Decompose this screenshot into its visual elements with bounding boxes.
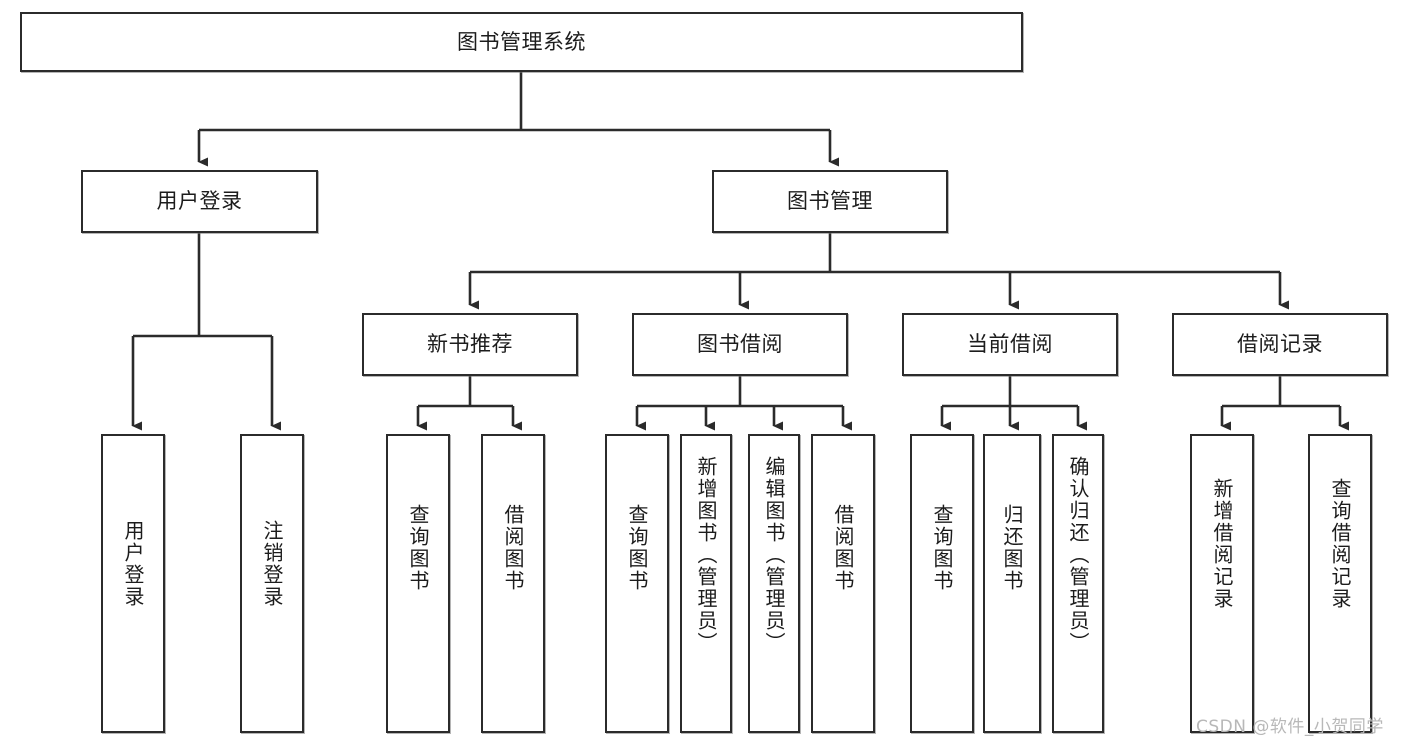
node-borrow-record[interactable]: 借阅记录 xyxy=(1172,313,1388,376)
node-leaf-query-book-1[interactable]: 查询图书 xyxy=(386,434,450,733)
node-leaf-edit-book-label: 编辑图书（管理员） xyxy=(762,456,786,654)
node-leaf-borrow-book-2-label: 借阅图书 xyxy=(831,504,855,592)
node-leaf-user-login-label: 用户登录 xyxy=(121,520,145,608)
node-leaf-logout-label: 注销登录 xyxy=(260,520,284,608)
node-book-management[interactable]: 图书管理 xyxy=(712,170,948,233)
node-borrow-record-label: 借阅记录 xyxy=(1237,332,1323,357)
node-book-management-label: 图书管理 xyxy=(787,189,873,214)
node-leaf-query-record[interactable]: 查询借阅记录 xyxy=(1308,434,1372,733)
node-leaf-query-book-2[interactable]: 查询图书 xyxy=(605,434,669,733)
node-leaf-add-record[interactable]: 新增借阅记录 xyxy=(1190,434,1254,733)
node-leaf-add-book-label: 新增图书（管理员） xyxy=(694,456,718,654)
node-leaf-query-book-1-label: 查询图书 xyxy=(406,504,430,592)
node-leaf-query-book-3-label: 查询图书 xyxy=(930,504,954,592)
node-leaf-add-book[interactable]: 新增图书（管理员） xyxy=(680,434,732,733)
node-book-borrow-label: 图书借阅 xyxy=(697,332,783,357)
node-leaf-borrow-book-1-label: 借阅图书 xyxy=(501,504,525,592)
node-leaf-query-book-2-label: 查询图书 xyxy=(625,504,649,592)
node-book-borrow[interactable]: 图书借阅 xyxy=(632,313,848,376)
node-leaf-return-book[interactable]: 归还图书 xyxy=(983,434,1041,733)
node-leaf-borrow-book-1[interactable]: 借阅图书 xyxy=(481,434,545,733)
node-leaf-user-login[interactable]: 用户登录 xyxy=(101,434,165,733)
node-current-borrow-label: 当前借阅 xyxy=(967,332,1053,357)
node-leaf-borrow-book-2[interactable]: 借阅图书 xyxy=(811,434,875,733)
node-leaf-logout[interactable]: 注销登录 xyxy=(240,434,304,733)
node-leaf-confirm-return[interactable]: 确认归还（管理员） xyxy=(1052,434,1104,733)
node-new-book-recommend-label: 新书推荐 xyxy=(427,332,513,357)
node-leaf-return-book-label: 归还图书 xyxy=(1000,504,1024,592)
node-leaf-confirm-return-label: 确认归还（管理员） xyxy=(1066,456,1090,654)
node-leaf-query-record-label: 查询借阅记录 xyxy=(1328,478,1352,610)
node-leaf-add-record-label: 新增借阅记录 xyxy=(1210,478,1234,610)
csdn-watermark: CSDN @软件_小贺同学 xyxy=(1196,717,1384,737)
node-root[interactable]: 图书管理系统 xyxy=(20,12,1023,72)
node-user-login[interactable]: 用户登录 xyxy=(81,170,318,233)
node-user-login-label: 用户登录 xyxy=(156,189,243,214)
node-root-label: 图书管理系统 xyxy=(457,29,586,54)
node-leaf-query-book-3[interactable]: 查询图书 xyxy=(910,434,974,733)
node-current-borrow[interactable]: 当前借阅 xyxy=(902,313,1118,376)
node-leaf-edit-book[interactable]: 编辑图书（管理员） xyxy=(748,434,800,733)
node-new-book-recommend[interactable]: 新书推荐 xyxy=(362,313,578,376)
